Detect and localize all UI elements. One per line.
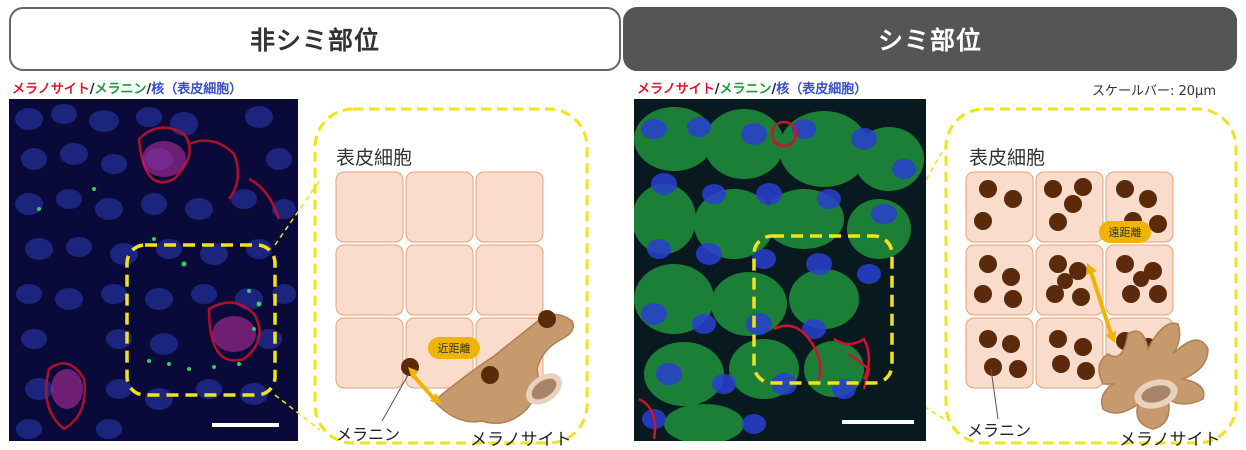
legend-nucleus: 核（表皮細胞） [151,82,243,97]
left-melanocyte-label: メラノサイト [470,430,572,450]
right-long-distance-badge: 遠距離 [1099,221,1151,243]
spot-region-title: シミ部位 [877,26,982,55]
right-melanocyte-label: メラノサイト [1119,430,1221,450]
spot-region-header: シミ部位 [623,7,1237,71]
non-spot-region-header: 非シミ部位 [9,7,621,71]
right-epidermal-cell-label: 表皮細胞 [969,147,1046,169]
legend-melanocyte: メラノサイト [12,82,90,97]
left-micrograph [9,99,298,441]
right-melanin-label: メラニン [967,421,1032,440]
right-stain-legend: メラノサイト/メラニン/核（表皮細胞） [637,82,868,97]
left-short-distance-badge: 近距離 [428,337,480,359]
scale-bar-label: スケールバー: 20μm [1092,84,1216,99]
non-spot-region-title: 非シミ部位 [249,26,380,55]
legend-melanin: メラニン [94,82,147,97]
left-stain-legend: メラノサイト/メラニン/核（表皮細胞） [12,82,243,97]
left-schematic: 表皮細胞 近距離 メラニン メラノサイト [312,99,592,450]
left-melanin-label: メラニン [336,425,401,444]
left-melanocyte-shape [432,313,574,424]
left-epidermal-cell-label: 表皮細胞 [336,147,413,169]
left-melanin-dot [401,358,419,376]
right-micrograph [634,99,926,441]
left-zoom-box [125,243,277,397]
right-schematic: 表皮細胞 遠距離 メラニン メラノサイト [943,99,1241,450]
